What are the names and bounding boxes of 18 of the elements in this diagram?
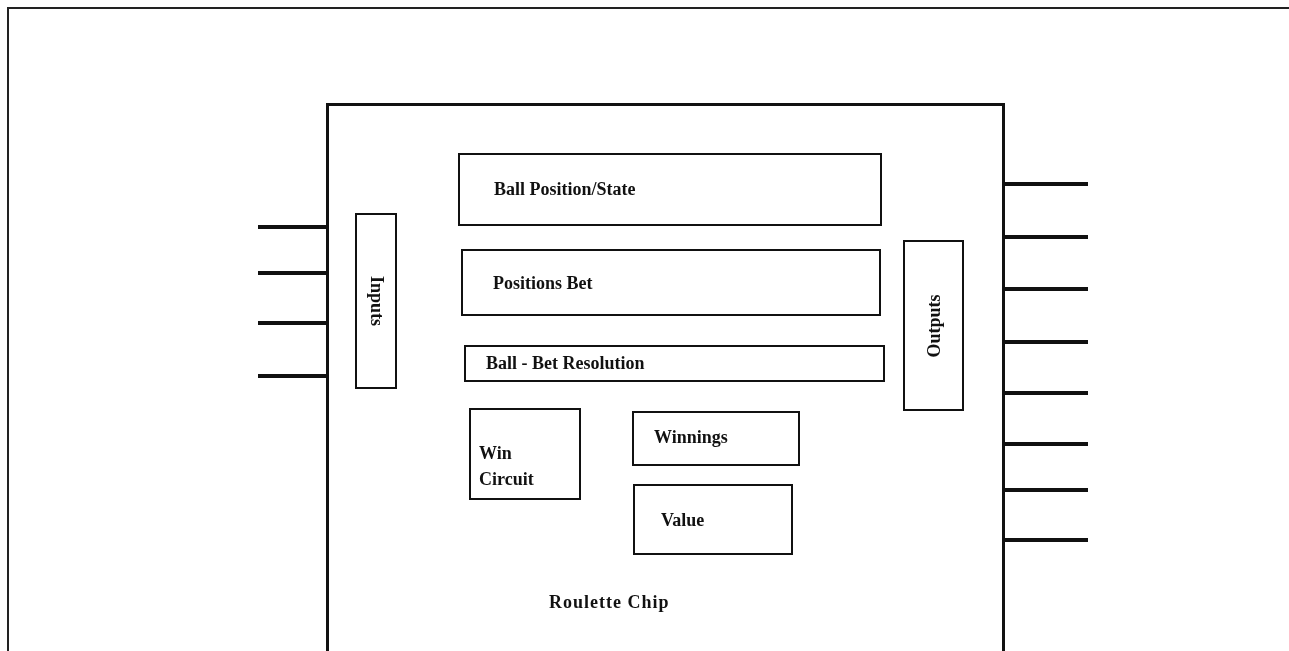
block-label: Win Circuit xyxy=(479,442,535,491)
output-block xyxy=(903,240,964,411)
register-block xyxy=(461,249,881,316)
input-block xyxy=(355,213,397,389)
register-block xyxy=(458,153,882,226)
logic-block xyxy=(464,345,885,382)
block-label: Ball Position/State xyxy=(494,179,636,200)
circuit-block xyxy=(469,408,581,500)
chip-title: Roulette Chip xyxy=(549,592,670,613)
block-label: Positions Bet xyxy=(493,273,593,294)
block-label: Ball - Bet Resolution xyxy=(486,353,645,374)
chip-box xyxy=(326,103,1005,651)
register-block xyxy=(633,484,793,555)
register-block xyxy=(632,411,800,466)
block-label: Value xyxy=(661,510,705,531)
block-label: Inputs xyxy=(365,276,387,326)
block-label: Outputs xyxy=(923,294,944,357)
block-label: Winnings xyxy=(654,427,728,448)
